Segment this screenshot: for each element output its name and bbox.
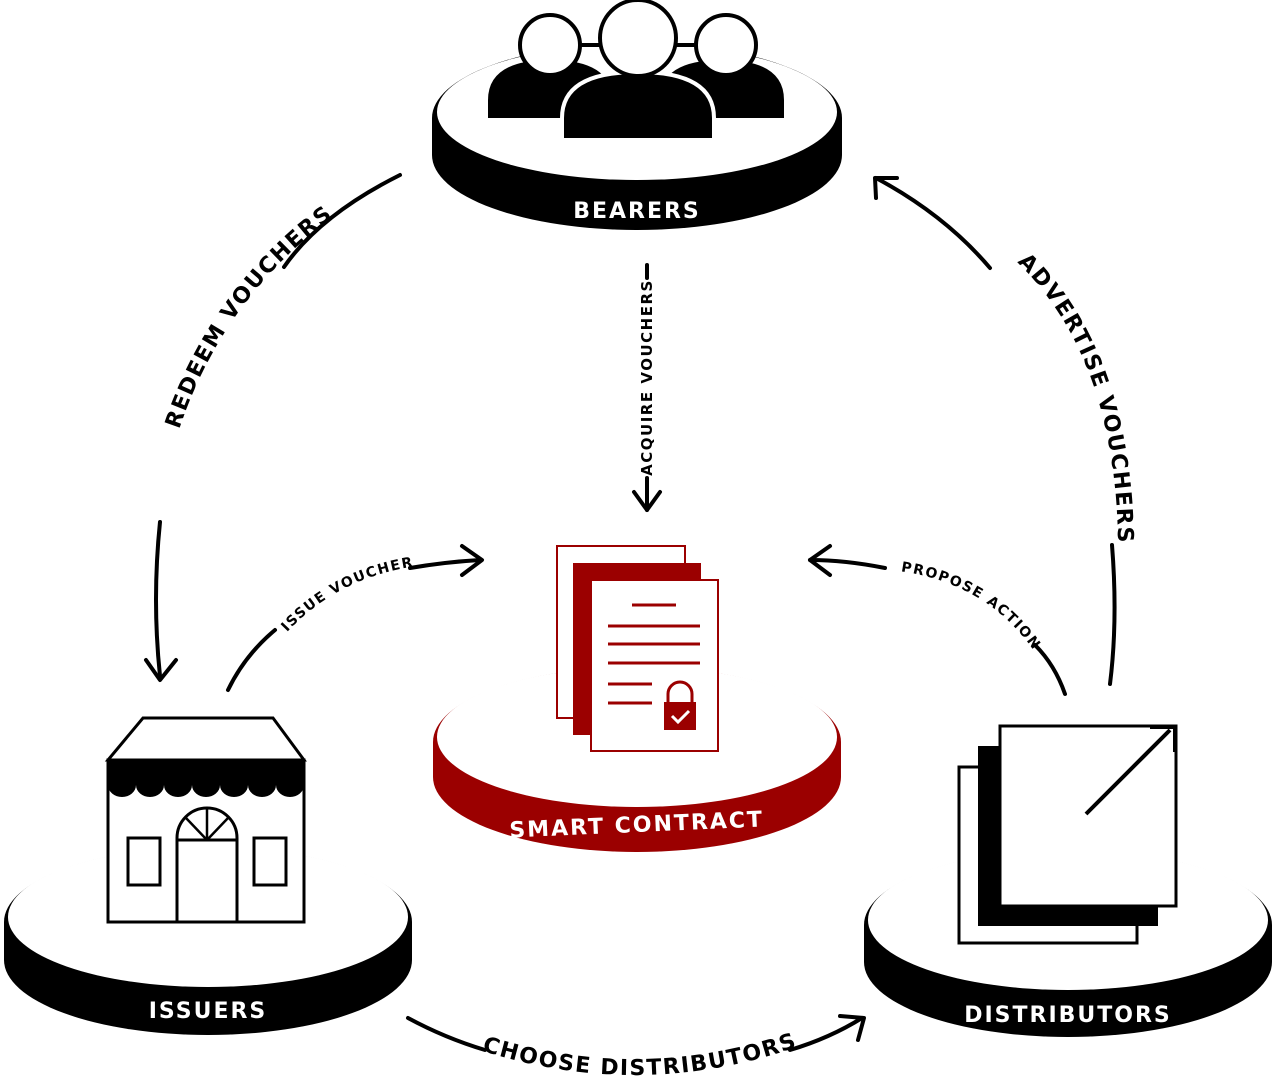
choose-arc-left — [406, 1016, 487, 1052]
issue-arc-left — [226, 628, 277, 692]
issuers-node: ISSUERS — [4, 716, 412, 1035]
redeem-arc-bottom — [154, 520, 162, 678]
people-group-icon — [488, 0, 784, 142]
bearers-label: BEARERS — [573, 199, 701, 224]
propose-action-label: PROPOSE ACTION — [900, 559, 1044, 653]
connectors — [144, 173, 1117, 1052]
smart-contract-node: SMART CONTRACT — [433, 545, 841, 852]
issue-voucher-label: ISSUE VOUCHER — [278, 554, 415, 634]
distributors-label: DISTRIBUTORS — [964, 1003, 1172, 1028]
locked-document-icon — [556, 545, 719, 752]
advertise-arc-bottom — [1108, 543, 1117, 686]
redeem-arc-top — [282, 173, 402, 269]
advertise-vouchers-label: ADVERTISE VOUCHERS — [1013, 249, 1137, 544]
distributors-node: DISTRIBUTORS — [864, 724, 1272, 1037]
propose-arc-left — [808, 558, 887, 570]
advertise-arc-top — [874, 176, 992, 270]
choose-distributors-label: CHOOSE DISTRIBUTORS — [480, 1029, 800, 1082]
issue-arc-right — [408, 558, 482, 570]
storefront-icon — [104, 716, 307, 924]
choose-arrowhead — [838, 1014, 866, 1042]
advertise-arrowhead — [873, 176, 899, 200]
propose-arrowhead — [808, 544, 832, 577]
issuers-label: ISSUERS — [149, 999, 268, 1024]
propose-arc-right — [1033, 643, 1067, 696]
choose-arc-right — [788, 1016, 864, 1052]
bearers-node: BEARERS — [432, 0, 842, 230]
acquire-vouchers-label: ACQUIRE VOUCHERS — [638, 279, 656, 476]
acquire-arrowhead — [632, 490, 662, 512]
external-link-icon — [957, 724, 1178, 945]
redeem-arrowhead — [144, 658, 178, 682]
redeem-vouchers-label: REDEEM VOUCHERS — [161, 201, 337, 432]
issue-arrowhead — [460, 544, 484, 577]
